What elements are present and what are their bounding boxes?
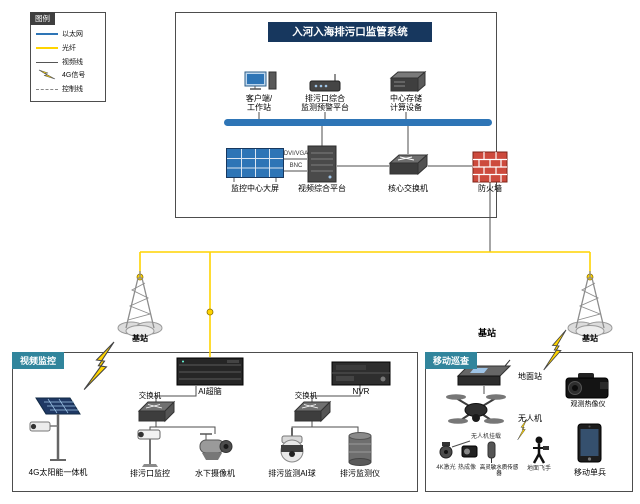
workstation-label: 客户端/ 工作站 [245,94,273,113]
fiber-junction-dots [136,273,594,316]
mobile-patrol-panel [425,352,633,492]
warning-platform-icon [309,74,341,92]
solar-camera-label: 4G太阳能一体机 [28,468,88,477]
switch1-label: 交换机 [138,391,162,400]
thermal-imager-icon [565,373,609,399]
thermal-label: 热成像 [457,465,476,471]
legend-item-fiber: 光纤 [36,43,76,53]
legend-item-ethernet: 以太网 [36,29,83,39]
mobile-unit-icon [577,423,602,463]
outlet-camera-icon [137,429,161,467]
control-line-icon [36,88,58,90]
backbone-bus [224,119,492,126]
wireless-link-right-icon [543,329,567,371]
underwater-camera-label: 水下摄像机 [195,469,235,478]
ai-ball-camera-icon [280,428,304,463]
payload-icons [439,441,496,463]
mobile-unit-label: 移动单兵 [574,468,606,477]
laser-label: 4K激光 [436,465,456,471]
switch2-label: 交换机 [294,391,318,400]
ai-brain-icon [176,357,244,386]
payload-label: 无人机挂载 [470,434,501,440]
water-sensor-label: 高灵敏水质传感器 [479,465,519,478]
fiber-line-icon [36,47,58,49]
video-platform-label: 视频综合平台 [298,184,346,193]
pilot-label: 地面飞手 [526,466,551,472]
legend-item-label: 视频线 [62,59,83,66]
base-station-left-label: 基站 [132,334,148,343]
firewall-label: 防火墙 [478,184,502,193]
bnc-link-label: BNC [289,163,303,169]
video-panel-header: 视频监控 [12,352,65,369]
videowall-icon [226,148,284,182]
nvr-icon [331,361,391,386]
system-title: 入河入海排污口监管系统 [268,22,432,42]
big-screen-label: 监控中心大屏 [231,184,279,193]
monitor-meter-icon [348,432,372,466]
pilot-icon [532,436,549,464]
wireless-link-left-icon [83,341,115,390]
ground-station-label: 地面站 [518,372,542,381]
switch2-icon [293,400,332,423]
legend-title: 图例 [30,12,55,25]
solar-camera-icon [29,397,81,461]
platform-panel [175,12,497,218]
base-station-left-icon [117,271,163,337]
thermal-imager-label: 观测热像仪 [570,401,606,408]
storage-label: 中心存储 计算设备 [390,94,422,113]
legend-item-label: 控制线 [62,86,83,93]
video-line-icon [36,61,58,63]
dvi-link-label: DVI/VGA [283,151,309,157]
video-platform-icon [307,145,337,183]
base-station-middle-label: 基站 [477,328,496,338]
legend-item-label: 以太网 [62,31,83,38]
ai-brain-label: AI超脑 [198,387,222,396]
drone-icon [446,394,506,424]
legend-item-label: 光纤 [62,45,76,52]
ai-ball-label: 排污监测AI球 [268,469,316,478]
drone-label: 无人机 [518,414,542,423]
lightning-icon [38,69,56,80]
base-station-right-label: 基站 [582,334,598,343]
legend-item-video: 视频线 [36,57,83,67]
mobile-panel-header: 移动巡查 [425,352,478,369]
storage-icon [389,70,427,93]
legend-item-label: 4G信号 [62,71,86,79]
nvr-label: NVR [352,387,370,396]
workstation-icon [244,71,277,90]
ethernet-line-icon [36,33,58,35]
video-surveillance-panel [12,352,418,492]
legend-item-control: 控制线 [36,84,83,94]
wireless-link-drone-icon [517,418,528,441]
underwater-camera-icon [199,433,233,460]
firewall-icon [472,151,508,183]
base-station-right-icon [567,271,613,337]
legend-item-4g: 4G信号 [36,69,85,80]
ethernet-lines [149,112,491,448]
core-switch-icon [388,153,429,176]
legend-panel: 图例 以太网 光纤 视频线 4G信号 控制线 [30,12,106,102]
fiber-lines [139,251,591,357]
switch1-icon [137,400,176,423]
outlet-camera-label: 排污口监控 [130,469,170,478]
core-switch-label: 核心交换机 [388,184,428,193]
meter-label: 排污监测仪 [340,469,380,478]
warning-platform-label: 排污口综合 监测预警平台 [301,94,349,113]
